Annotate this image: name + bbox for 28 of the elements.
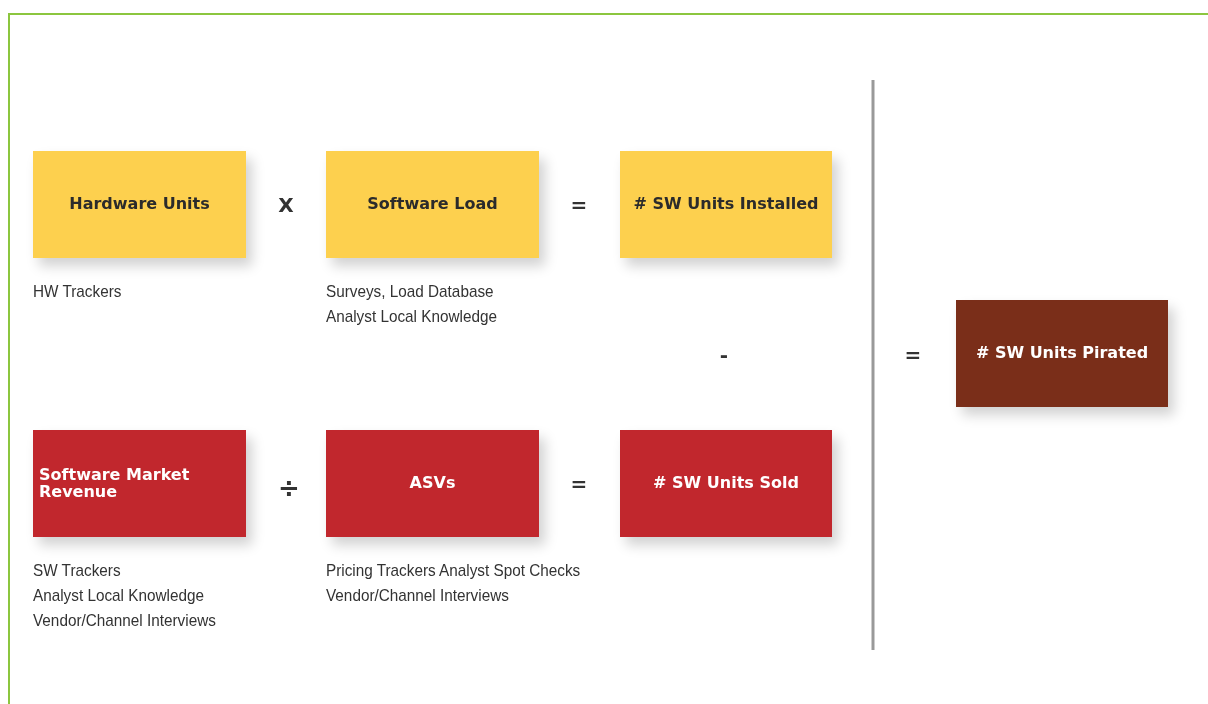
box-label: ASVs [409, 475, 456, 492]
operator-sign: = [570, 193, 588, 217]
box-label: Hardware Units [69, 196, 210, 213]
source-note: HW Trackers [33, 281, 122, 303]
box-label: Software Market Revenue [39, 466, 191, 501]
operator-sign: = [570, 472, 588, 496]
operator-sign: ÷ [278, 473, 300, 503]
process-box [33, 430, 246, 537]
source-note: Analyst Local Knowledge [326, 306, 497, 328]
source-note: Analyst Local Knowledge [33, 585, 205, 607]
source-note: SW Trackers [33, 560, 122, 582]
operator-sign: - [719, 343, 729, 367]
process-box [620, 430, 832, 537]
process-box [326, 151, 539, 258]
process-box [33, 151, 246, 258]
operator-sign: X [278, 193, 294, 217]
source-note: Pricing Trackers Analyst Spot Checks [326, 560, 581, 582]
box-label: Software Load [367, 196, 498, 213]
process-box [326, 430, 539, 537]
box-label: # SW Units Installed [633, 196, 819, 213]
source-note: Vendor/Channel Interviews [326, 585, 510, 607]
box-label: # SW Units Pirated [975, 345, 1149, 362]
box-label: # SW Units Sold [653, 475, 799, 492]
source-note: Surveys, Load Database [326, 281, 495, 303]
process-box [620, 151, 832, 258]
process-box [956, 300, 1168, 407]
source-note: Vendor/Channel Interviews [33, 610, 216, 632]
operator-sign: = [904, 343, 922, 367]
